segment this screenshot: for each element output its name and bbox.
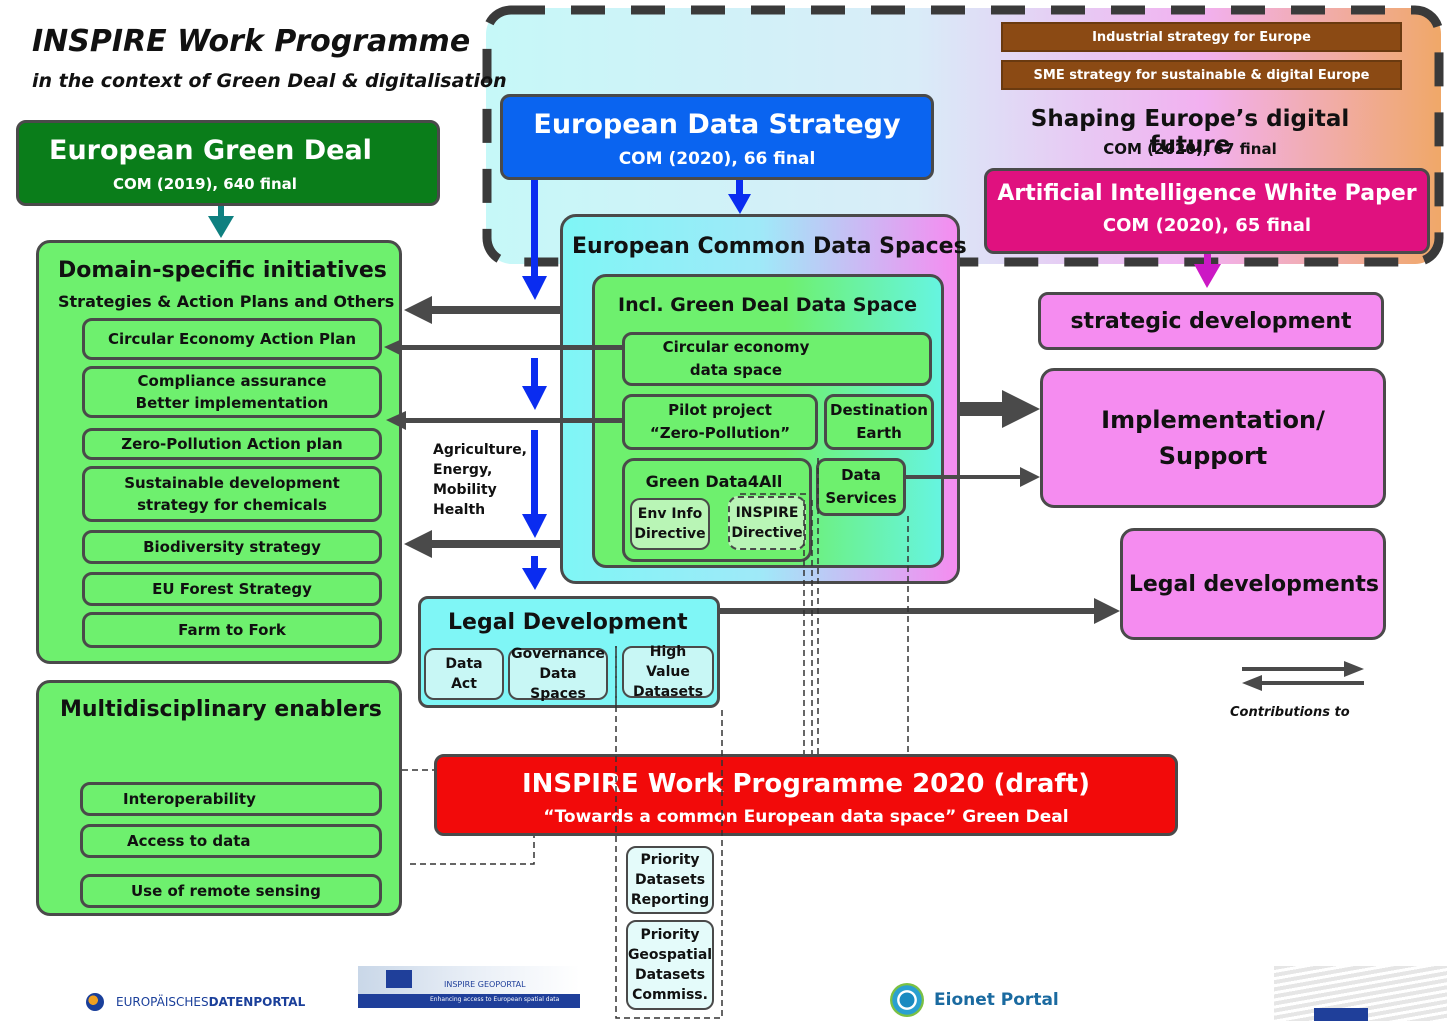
domain-title: Domain-specific initiatives — [58, 258, 387, 283]
priority-datasets-reporting: Priority Datasets Reporting — [626, 846, 714, 914]
multi-item-remote-sensing: Use of remote sensing — [80, 874, 382, 908]
domain-item-zero-pollution: Zero-Pollution Action plan — [82, 428, 382, 460]
domain-item-forest: EU Forest Strategy — [82, 572, 382, 606]
env-info-directive: Env Info Directive — [630, 498, 710, 550]
data-strategy-ref: COM (2020), 66 final — [618, 149, 816, 169]
eionet-text: Eionet Portal — [934, 990, 1059, 1010]
domain-item-farm-to-fork: Farm to Fork — [82, 612, 382, 648]
implementation-support-box: Implementation/ Support — [1040, 368, 1386, 508]
inspire-wp-subtitle: “Towards a common European data space” G… — [543, 807, 1069, 827]
multi-item-access-to-data: Access to data — [80, 824, 382, 858]
data-services: Data Services — [816, 458, 906, 516]
destination-earth: Destination Earth — [824, 394, 934, 450]
industrial-strategy-bar: Industrial strategy for Europe — [1001, 22, 1402, 52]
pilot-project-zero-pollution: Pilot project “Zero-Pollution” — [622, 394, 818, 450]
governance-data-spaces: Governance Data Spaces — [508, 646, 608, 702]
arrows-to-domain — [384, 296, 622, 558]
domain-item-biodiversity: Biodiversity strategy — [82, 530, 382, 564]
sectors-label: Agriculture, Energy, Mobility Health — [433, 442, 528, 518]
dashed-connectors — [402, 458, 909, 1019]
geoportal-title: INSPIRE GEOPORTAL — [444, 980, 526, 989]
datenportal-text-a: EUROPÄISCHES — [116, 995, 209, 1009]
ai-white-paper-box: Artificial Intelligence White Paper COM … — [984, 168, 1430, 254]
data-act: Data Act — [424, 648, 504, 700]
arrow-data-strategy-down — [522, 180, 751, 590]
eionet-logo[interactable]: Eionet Portal — [890, 980, 1059, 1020]
green-deal-box: European Green Deal COM (2019), 640 fina… — [16, 120, 440, 206]
datenportal-text-b: DATENPORTAL — [208, 995, 306, 1009]
legend-arrows — [1242, 661, 1364, 691]
green-data4all-title: Green Data4All — [645, 472, 783, 491]
domain-item-circular-economy: Circular Economy Action Plan — [82, 318, 382, 360]
green-deal-ref: COM (2019), 640 final — [113, 175, 297, 193]
high-value-datasets: High Value Datasets — [622, 644, 714, 700]
sme-strategy-bar: SME strategy for sustainable & digital E… — [1001, 60, 1402, 90]
page-title: INSPIRE Work Programme — [32, 24, 471, 59]
geoportal-subtitle: Enhancing access to European spatial dat… — [430, 996, 560, 1003]
data-strategy-title: European Data Strategy — [533, 109, 901, 140]
arrow-ai-down — [1194, 254, 1221, 288]
eu-flag-icon — [386, 970, 412, 988]
pilot-line1: Pilot project — [668, 401, 772, 419]
data-strategy-box: European Data Strategy COM (2020), 66 fi… — [500, 94, 934, 180]
circular-economy-data-space: Circular economy data space — [622, 332, 932, 386]
inspire-geoportal-logo[interactable]: INSPIRE GEOPORTAL Enhancing access to Eu… — [358, 966, 580, 1008]
domain-subtitle: Strategies & Action Plans and Others — [58, 292, 395, 311]
arrow-to-implementation — [906, 390, 1040, 487]
datenportal-icon — [86, 993, 104, 1011]
green-deal-title: European Green Deal — [49, 135, 372, 166]
multi-item-interoperability: Interoperability — [80, 782, 382, 816]
legend-label: Contributions to — [1230, 705, 1350, 720]
inspire-directive: INSPIRE Directive — [728, 496, 806, 550]
domain-item-chemicals: Sustainable development strategy for che… — [82, 466, 382, 522]
inspire-wp-2020-box: INSPIRE Work Programme 2020 (draft) “Tow… — [434, 754, 1178, 836]
ai-title: Artificial Intelligence White Paper — [997, 181, 1417, 206]
strategic-development-box: strategic development — [1038, 292, 1384, 350]
eionet-icon — [890, 983, 924, 1017]
priority-geospatial-datasets: Priority Geospatial Datasets Commiss. — [626, 920, 714, 1010]
multi-title: Multidisciplinary enablers — [60, 697, 382, 722]
eu-flag-icon-ec — [1314, 1008, 1368, 1021]
arrow-green-deal-down — [208, 206, 234, 238]
arrow-to-legal-developments — [720, 598, 1120, 624]
digital-future-title: Shaping Europe’s digital future — [1030, 106, 1350, 158]
legal-development-title: Legal Development — [448, 610, 688, 635]
legal-developments-box: Legal developments — [1120, 528, 1386, 640]
common-data-spaces-title: European Common Data Spaces — [572, 234, 967, 259]
domain-item-compliance: Compliance assurance Better implementati… — [82, 366, 382, 418]
ai-ref: COM (2020), 65 final — [1102, 215, 1312, 236]
pilot-line2: “Zero-Pollution” — [649, 424, 791, 442]
page-subtitle: in the context of Green Deal & digitalis… — [32, 70, 507, 92]
digital-future-ref: COM (2020), 67 final — [1103, 140, 1277, 158]
inspire-wp-title: INSPIRE Work Programme 2020 (draft) — [522, 769, 1090, 799]
european-commission-logo — [1274, 966, 1447, 1021]
green-deal-data-space-title: Incl. Green Deal Data Space — [618, 294, 918, 316]
datenportal-logo[interactable]: EUROPÄISCHES DATENPORTAL — [86, 990, 305, 1014]
